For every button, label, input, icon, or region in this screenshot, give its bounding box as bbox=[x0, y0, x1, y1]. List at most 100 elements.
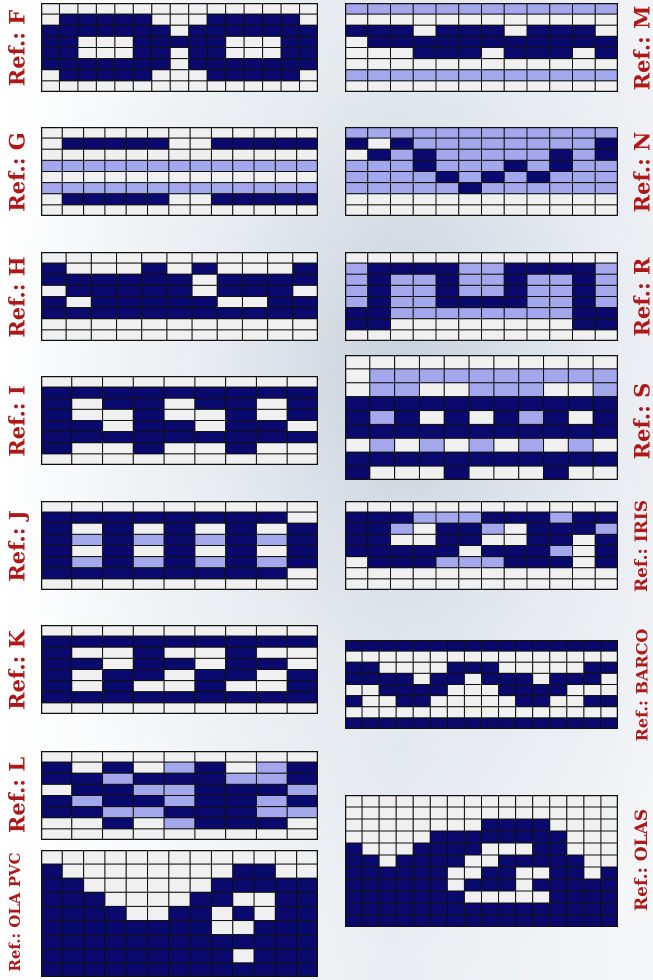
grid-cell-dark bbox=[195, 681, 226, 692]
grid-cell-dark bbox=[368, 285, 391, 296]
grid-cell-empty bbox=[447, 819, 464, 831]
grid-cell-dark bbox=[430, 915, 447, 927]
grid-cell-dark bbox=[287, 534, 318, 545]
grid-cell-dark bbox=[482, 25, 505, 36]
grid-cell-empty bbox=[126, 864, 147, 878]
grid-cell-dark bbox=[595, 36, 618, 47]
grid-cell-dark bbox=[297, 878, 318, 892]
grid-cell-dark bbox=[103, 432, 134, 443]
grid-cell-dark bbox=[72, 432, 103, 443]
grid-cell-dark bbox=[297, 906, 318, 920]
grid-cell-dark bbox=[78, 70, 96, 81]
grid-cell-dark bbox=[263, 59, 281, 70]
grid-cell-dark bbox=[550, 523, 573, 534]
grid-cell-dark bbox=[268, 285, 293, 296]
grid-cell-empty bbox=[345, 36, 368, 47]
grid-cell-dark bbox=[362, 879, 379, 891]
grid-cell-dark bbox=[41, 523, 72, 534]
grid-cell-dark bbox=[164, 807, 195, 818]
grid-cell-empty bbox=[413, 579, 436, 590]
grid-cell-dark bbox=[362, 673, 379, 684]
grid-cell-dark bbox=[430, 891, 447, 903]
grid-cell-dark bbox=[142, 285, 167, 296]
grid-cell-light bbox=[436, 557, 459, 568]
grid-cell-empty bbox=[167, 252, 192, 263]
grid-cell-empty bbox=[103, 647, 134, 658]
grid-cell-empty bbox=[573, 568, 596, 579]
grid-cell-light bbox=[370, 383, 395, 397]
grid-cell-empty bbox=[550, 662, 567, 673]
grid-cell-dark bbox=[59, 36, 77, 47]
grid-cell-empty bbox=[413, 14, 436, 25]
grid-cell-empty bbox=[142, 252, 167, 263]
grid-cell-light bbox=[391, 127, 414, 138]
grid-cell-dark bbox=[217, 285, 242, 296]
grid-cell-empty bbox=[527, 252, 550, 263]
grid-cell-dark bbox=[91, 274, 116, 285]
grid-cell-dark bbox=[41, 807, 72, 818]
grid-cell-empty bbox=[527, 501, 550, 512]
grid-cell-empty bbox=[459, 330, 482, 341]
grid-cell-empty bbox=[263, 36, 281, 47]
grid-cell-empty bbox=[297, 172, 318, 183]
grid-cell-dark bbox=[601, 718, 618, 729]
grid-cell-empty bbox=[436, 81, 459, 92]
grid-cell-dark bbox=[226, 523, 257, 534]
grid-cell-dark bbox=[293, 263, 318, 274]
grid-cell-empty bbox=[142, 319, 167, 330]
grid-cell-dark bbox=[584, 662, 601, 673]
grid-cell-empty bbox=[601, 707, 618, 718]
grid-cell-dark bbox=[152, 25, 170, 36]
grid-cell-light bbox=[527, 149, 550, 160]
grid-cell-dark bbox=[41, 658, 72, 669]
grid-cell-empty bbox=[133, 829, 164, 840]
grid-cell-empty bbox=[595, 252, 618, 263]
grid-cell-empty bbox=[368, 48, 391, 59]
grid-cell-empty bbox=[430, 651, 447, 662]
grid-cell-dark bbox=[573, 319, 596, 330]
grid-cell-dark bbox=[430, 855, 447, 867]
grid-cell-dark bbox=[256, 784, 287, 795]
grid-cell-dark bbox=[105, 138, 126, 149]
grid-cell-light bbox=[593, 369, 618, 383]
grid-cell-empty bbox=[103, 501, 134, 512]
grid-cell-light bbox=[550, 512, 573, 523]
grid-cell-empty bbox=[41, 138, 62, 149]
grid-cell-light bbox=[413, 127, 436, 138]
grid-cell-empty bbox=[550, 807, 567, 819]
grid-cell-dark bbox=[164, 692, 195, 703]
grid-cell-dark bbox=[368, 297, 391, 308]
grid-cell-light bbox=[482, 308, 505, 319]
grid-cell-empty bbox=[96, 48, 114, 59]
grid-cell-light bbox=[345, 172, 368, 183]
grid-cell-dark bbox=[211, 963, 232, 977]
grid-cell-empty bbox=[533, 867, 550, 879]
grid-cell-dark bbox=[233, 878, 254, 892]
grid-cell-dark bbox=[413, 160, 436, 171]
grid-cell-empty bbox=[504, 330, 527, 341]
grid-cell-empty bbox=[516, 879, 533, 891]
grid-cell-dark bbox=[396, 915, 413, 927]
grid-cell-empty bbox=[217, 252, 242, 263]
grid-cell-dark bbox=[226, 59, 244, 70]
grid-cell-empty bbox=[256, 681, 287, 692]
grid-cell-empty bbox=[459, 546, 482, 557]
grid-cell-empty bbox=[126, 892, 147, 906]
grid-cell-empty bbox=[464, 651, 481, 662]
grid-cell-empty bbox=[395, 438, 420, 452]
grid-cell-dark bbox=[207, 14, 225, 25]
grid-cell-empty bbox=[152, 81, 170, 92]
grid-cell-empty bbox=[256, 546, 287, 557]
grid-cell-dark bbox=[444, 452, 469, 466]
grid-cell-dark bbox=[254, 935, 275, 949]
grid-cell-empty bbox=[133, 376, 164, 387]
grid-cell-empty bbox=[148, 172, 169, 183]
grid-cell-dark bbox=[601, 867, 618, 879]
grid-cell-light bbox=[469, 369, 494, 383]
grid-cell-dark bbox=[601, 903, 618, 915]
grid-cell-empty bbox=[568, 411, 593, 425]
grid-cell-dark bbox=[226, 692, 257, 703]
grid-cell-dark bbox=[595, 557, 618, 568]
grid-cell-empty bbox=[595, 59, 618, 70]
grid-cell-dark bbox=[167, 308, 192, 319]
